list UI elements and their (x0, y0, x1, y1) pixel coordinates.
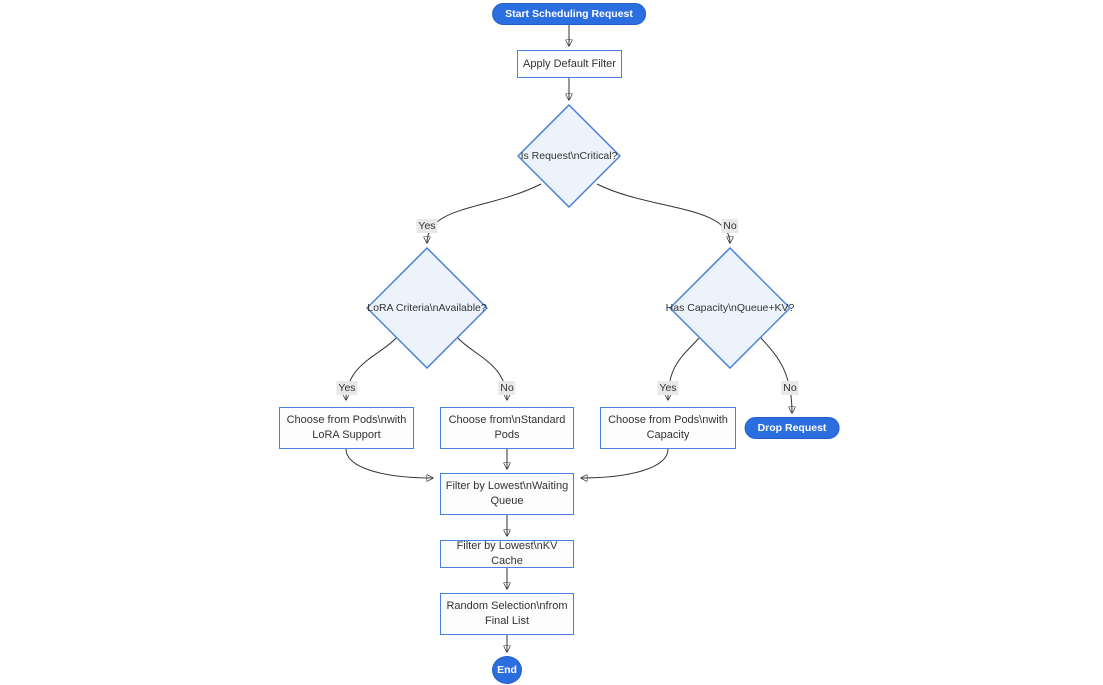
edge-label-capacity-yes: Yes (657, 381, 679, 395)
node-lora-criteria-available: LoRA Criteria\nAvailable? (366, 247, 488, 369)
diamond-shape-icon (517, 104, 621, 208)
node-has-capacity-queue-kv: Has Capacity\nQueue+KV? (666, 247, 794, 369)
edge-label-critical-no: No (721, 219, 739, 233)
edge-capacity-no (760, 337, 792, 413)
decision-label: LoRA Criteria\nAvailable? (367, 302, 487, 314)
node-start: Start Scheduling Request (492, 3, 646, 25)
node-filter-lowest-waiting-queue: Filter by Lowest\nWaiting Queue (440, 473, 574, 515)
diamond-shape-icon (669, 247, 791, 369)
decision-label: Is Request\nCritical? (520, 150, 618, 162)
node-apply-default-filter: Apply Default Filter (517, 50, 622, 78)
edge-lorapods-to-filterqueue (345, 448, 433, 478)
node-drop-request: Drop Request (744, 417, 840, 439)
edge-capacitypods-to-filterqueue (581, 448, 669, 478)
edge-label-lora-yes: Yes (336, 381, 358, 395)
node-choose-pods-lora-support: Choose from Pods\nwith LoRA Support (279, 407, 414, 449)
diamond-shape-icon (366, 247, 488, 369)
node-end: End (492, 656, 522, 684)
node-choose-pods-capacity: Choose from Pods\nwith Capacity (600, 407, 736, 449)
node-is-request-critical: Is Request\nCritical? (517, 104, 621, 208)
edge-label-lora-no: No (498, 381, 516, 395)
edge-label-critical-yes: Yes (416, 219, 438, 233)
node-choose-standard-pods: Choose from\nStandard Pods (440, 407, 574, 449)
node-filter-lowest-kv-cache: Filter by Lowest\nKV Cache (440, 540, 574, 568)
node-random-selection-final-list: Random Selection\nfrom Final List (440, 593, 574, 635)
decision-label: Has Capacity\nQueue+KV? (665, 302, 795, 314)
edge-label-capacity-no: No (781, 381, 799, 395)
